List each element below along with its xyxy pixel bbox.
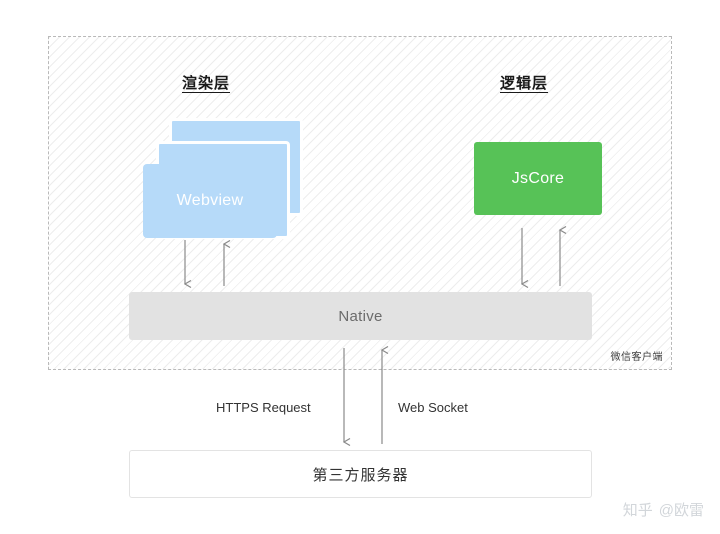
native-node[interactable]: Native [129, 292, 592, 340]
webview-node[interactable]: Webview [143, 164, 277, 238]
third-party-server-label: 第三方服务器 [312, 466, 409, 484]
wechat-client-label: 微信客户端 [610, 352, 663, 363]
connection-label-https-request: HTTPS Request [216, 400, 311, 415]
section-title-logic-layer: 逻辑层 [500, 75, 549, 92]
jscore-label: JsCore [511, 169, 565, 187]
jscore-node[interactable]: JsCore [474, 142, 602, 215]
third-party-server-node[interactable]: 第三方服务器 [129, 450, 592, 498]
section-title-render-layer: 渲染层 [182, 75, 231, 92]
connection-label-web-socket: Web Socket [398, 400, 468, 415]
watermark-author: @欧雷 [658, 502, 704, 519]
watermark: 知乎 @欧雷 [623, 499, 704, 520]
webview-label: Webview [176, 192, 244, 209]
watermark-site: 知乎 [622, 502, 653, 519]
native-label: Native [338, 307, 383, 325]
